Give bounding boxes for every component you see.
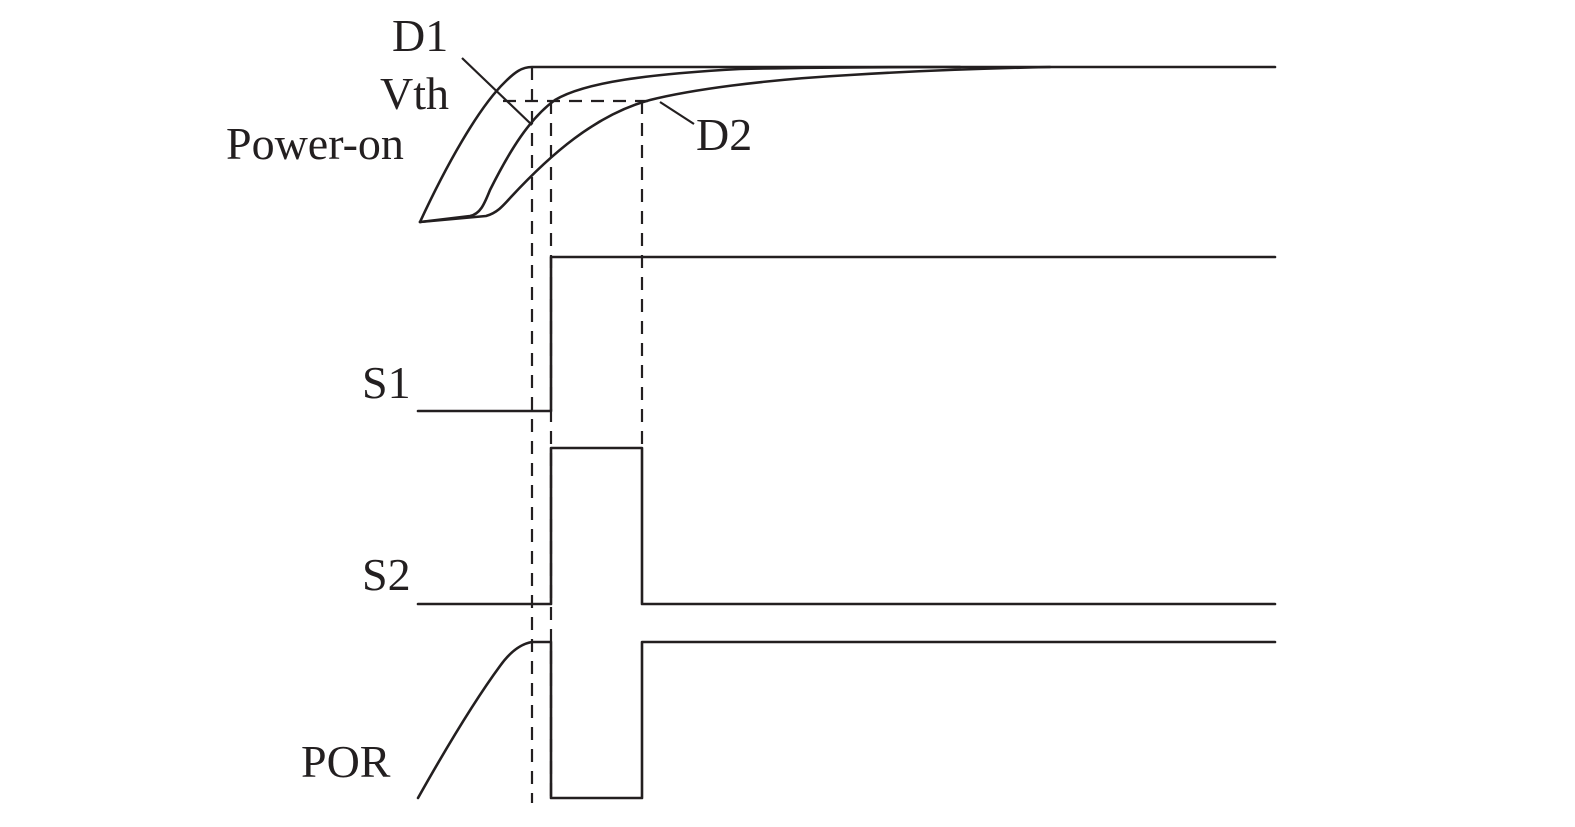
por-signal: POR bbox=[301, 640, 1277, 800]
por-label: POR bbox=[301, 736, 391, 787]
power-on-ramp-curve bbox=[418, 65, 1277, 224]
por-waveform bbox=[416, 640, 1277, 800]
d2-curve bbox=[418, 65, 1052, 224]
time-markers bbox=[530, 67, 644, 803]
s1-signal: S1 bbox=[362, 255, 1277, 413]
d2-label: D2 bbox=[696, 109, 752, 160]
s2-signal: S2 bbox=[362, 446, 1277, 606]
power-on-panel: D1 Vth Power-on D2 bbox=[226, 10, 1277, 224]
s1-waveform bbox=[416, 255, 1277, 413]
s2-label: S2 bbox=[362, 549, 411, 600]
d1-leader-line bbox=[461, 57, 533, 126]
d1-curve bbox=[418, 65, 962, 224]
d2-leader-line bbox=[659, 101, 695, 125]
vth-label: Vth bbox=[380, 68, 449, 119]
d1-label: D1 bbox=[392, 10, 448, 61]
s1-label: S1 bbox=[362, 357, 411, 408]
power-on-label: Power-on bbox=[226, 118, 404, 169]
s2-waveform bbox=[416, 446, 1277, 606]
